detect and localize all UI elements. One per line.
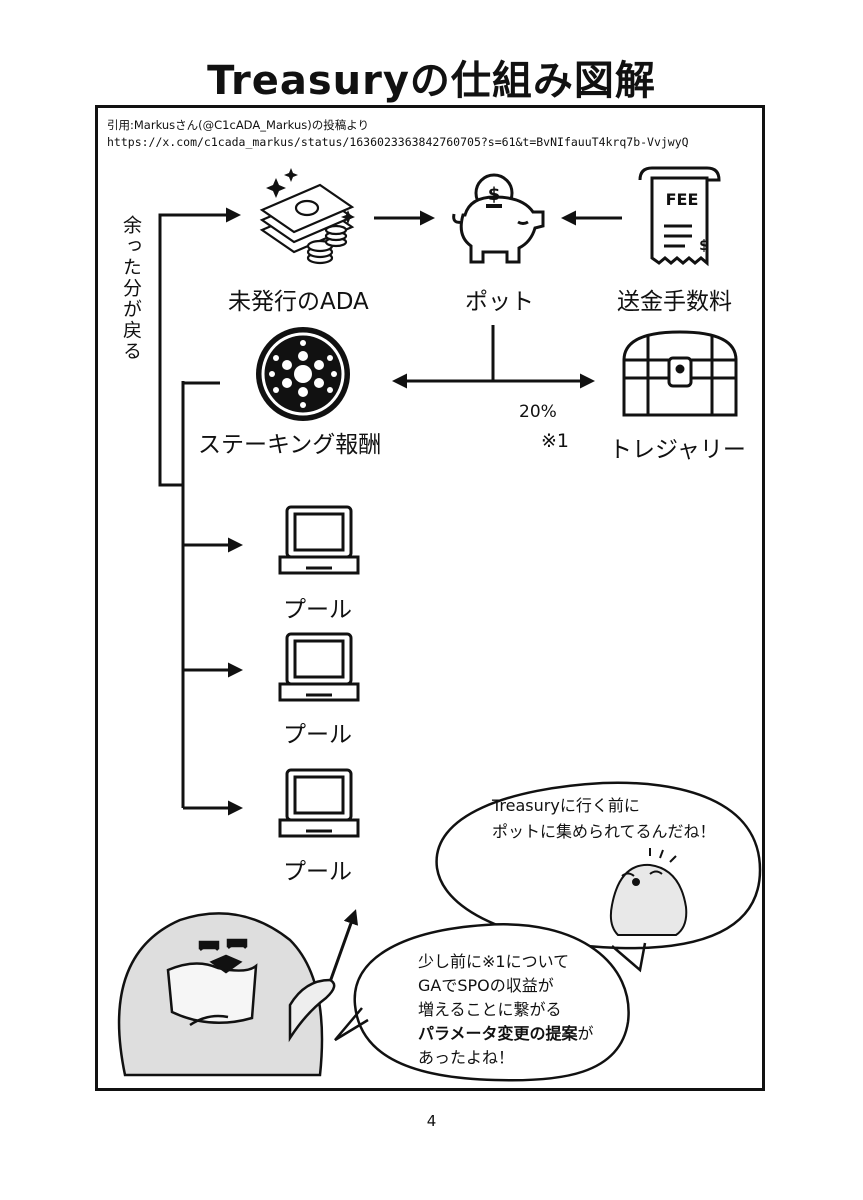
citation-label: 引用:Markusさん(@C1cADA_Markus)の投稿より [107,118,369,132]
node-treasury: トレジャリー [609,437,746,463]
coin-dollar-icon: $ [488,184,501,205]
bird-mascot-illustration [117,912,336,1077]
treasure-chest-icon [622,330,738,417]
upper-bubble-line-1: Treasuryに行く前に [492,796,640,815]
money-stack-icon [259,168,355,265]
node-unissued-ada: 未発行のADA [228,289,369,315]
lower-bubble-line-2: GAでSPOの収益が [418,976,554,995]
lower-bubble-line-4: パラメータ変更の提案が [418,1022,594,1046]
node-pool-1: プール [283,597,352,623]
node-pool-2: プール [283,722,352,748]
lower-bubble-text: 少し前に※1について GAでSPOの収益が 増えることに繋がる パラメータ変更の… [418,950,594,1070]
node-staking-rewards: ステーキング報酬 [198,432,382,458]
node-pool-3: プール [283,859,352,885]
note-ref-mark: ※1 [541,430,570,452]
lower-bubble-line-4-tail: が [577,1024,594,1043]
fee-label-icon: FEE [666,190,699,209]
small-penguin-illustration [609,848,688,936]
cardano-logo-icon [256,327,350,421]
laptop-icon [278,632,360,702]
upper-bubble-text: Treasuryに行く前に ポットに集められてるんだね！ [492,793,716,845]
dollar-icon: $ [699,238,709,254]
lower-bubble-line-5: あったよね！ [418,1048,515,1067]
diagram-frame [95,105,765,1091]
lower-bubble-line-3: 増えることに繋がる [418,1000,562,1019]
page-number: 4 [426,1112,437,1130]
page-title: Treasuryの仕組み図解 [207,58,656,104]
lower-speech-bubble [334,923,630,1082]
node-fees: 送金手数料 [617,289,732,315]
laptop-icon [278,768,360,838]
node-pot: ポット [465,289,534,315]
piggy-bank-icon [452,173,545,264]
citation-url[interactable]: https://x.com/c1cada_markus/status/16360… [107,135,689,149]
leftover-returns-label: 余った分が戻る [120,215,142,362]
lower-bubble-emphasis: パラメータ変更の提案 [418,1024,578,1043]
citation: 引用:Markusさん(@C1cADA_Markus)の投稿より https:/… [107,117,689,151]
pointer-stick [328,909,359,983]
receipt-icon [638,166,721,267]
flow-arrows [158,207,622,983]
treasury-percent: 20% [519,402,557,422]
upper-bubble-line-2: ポットに集められてるんだね！ [492,822,716,841]
lower-bubble-line-1: 少し前に※1について [418,952,570,971]
laptop-icon [278,505,360,575]
